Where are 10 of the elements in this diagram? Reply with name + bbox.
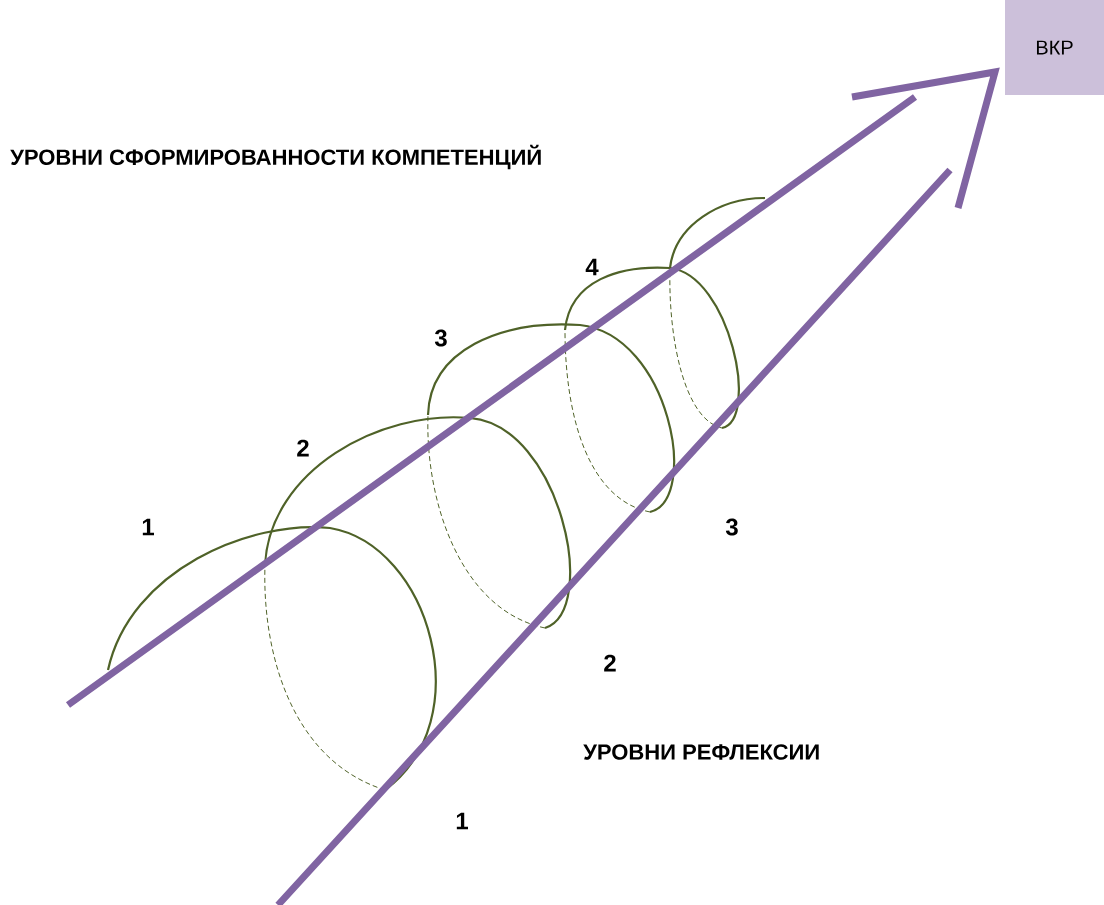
level-number: 2 [297,439,309,457]
axis-title: УРОВНИ РЕФЛЕКСИИ [583,744,819,760]
axis-title: УРОВНИ СФОРМИРОВАННОСТИ КОМПЕТЕНЦИЙ [10,144,541,170]
level-number: 1 [142,518,154,536]
label-box: ВКР [1005,0,1104,95]
level-number: 2 [604,654,616,672]
level-number: 3 [434,329,447,347]
level-number: 1 [456,812,468,830]
level-number: 4 [585,258,599,276]
level-number: 3 [725,518,738,536]
